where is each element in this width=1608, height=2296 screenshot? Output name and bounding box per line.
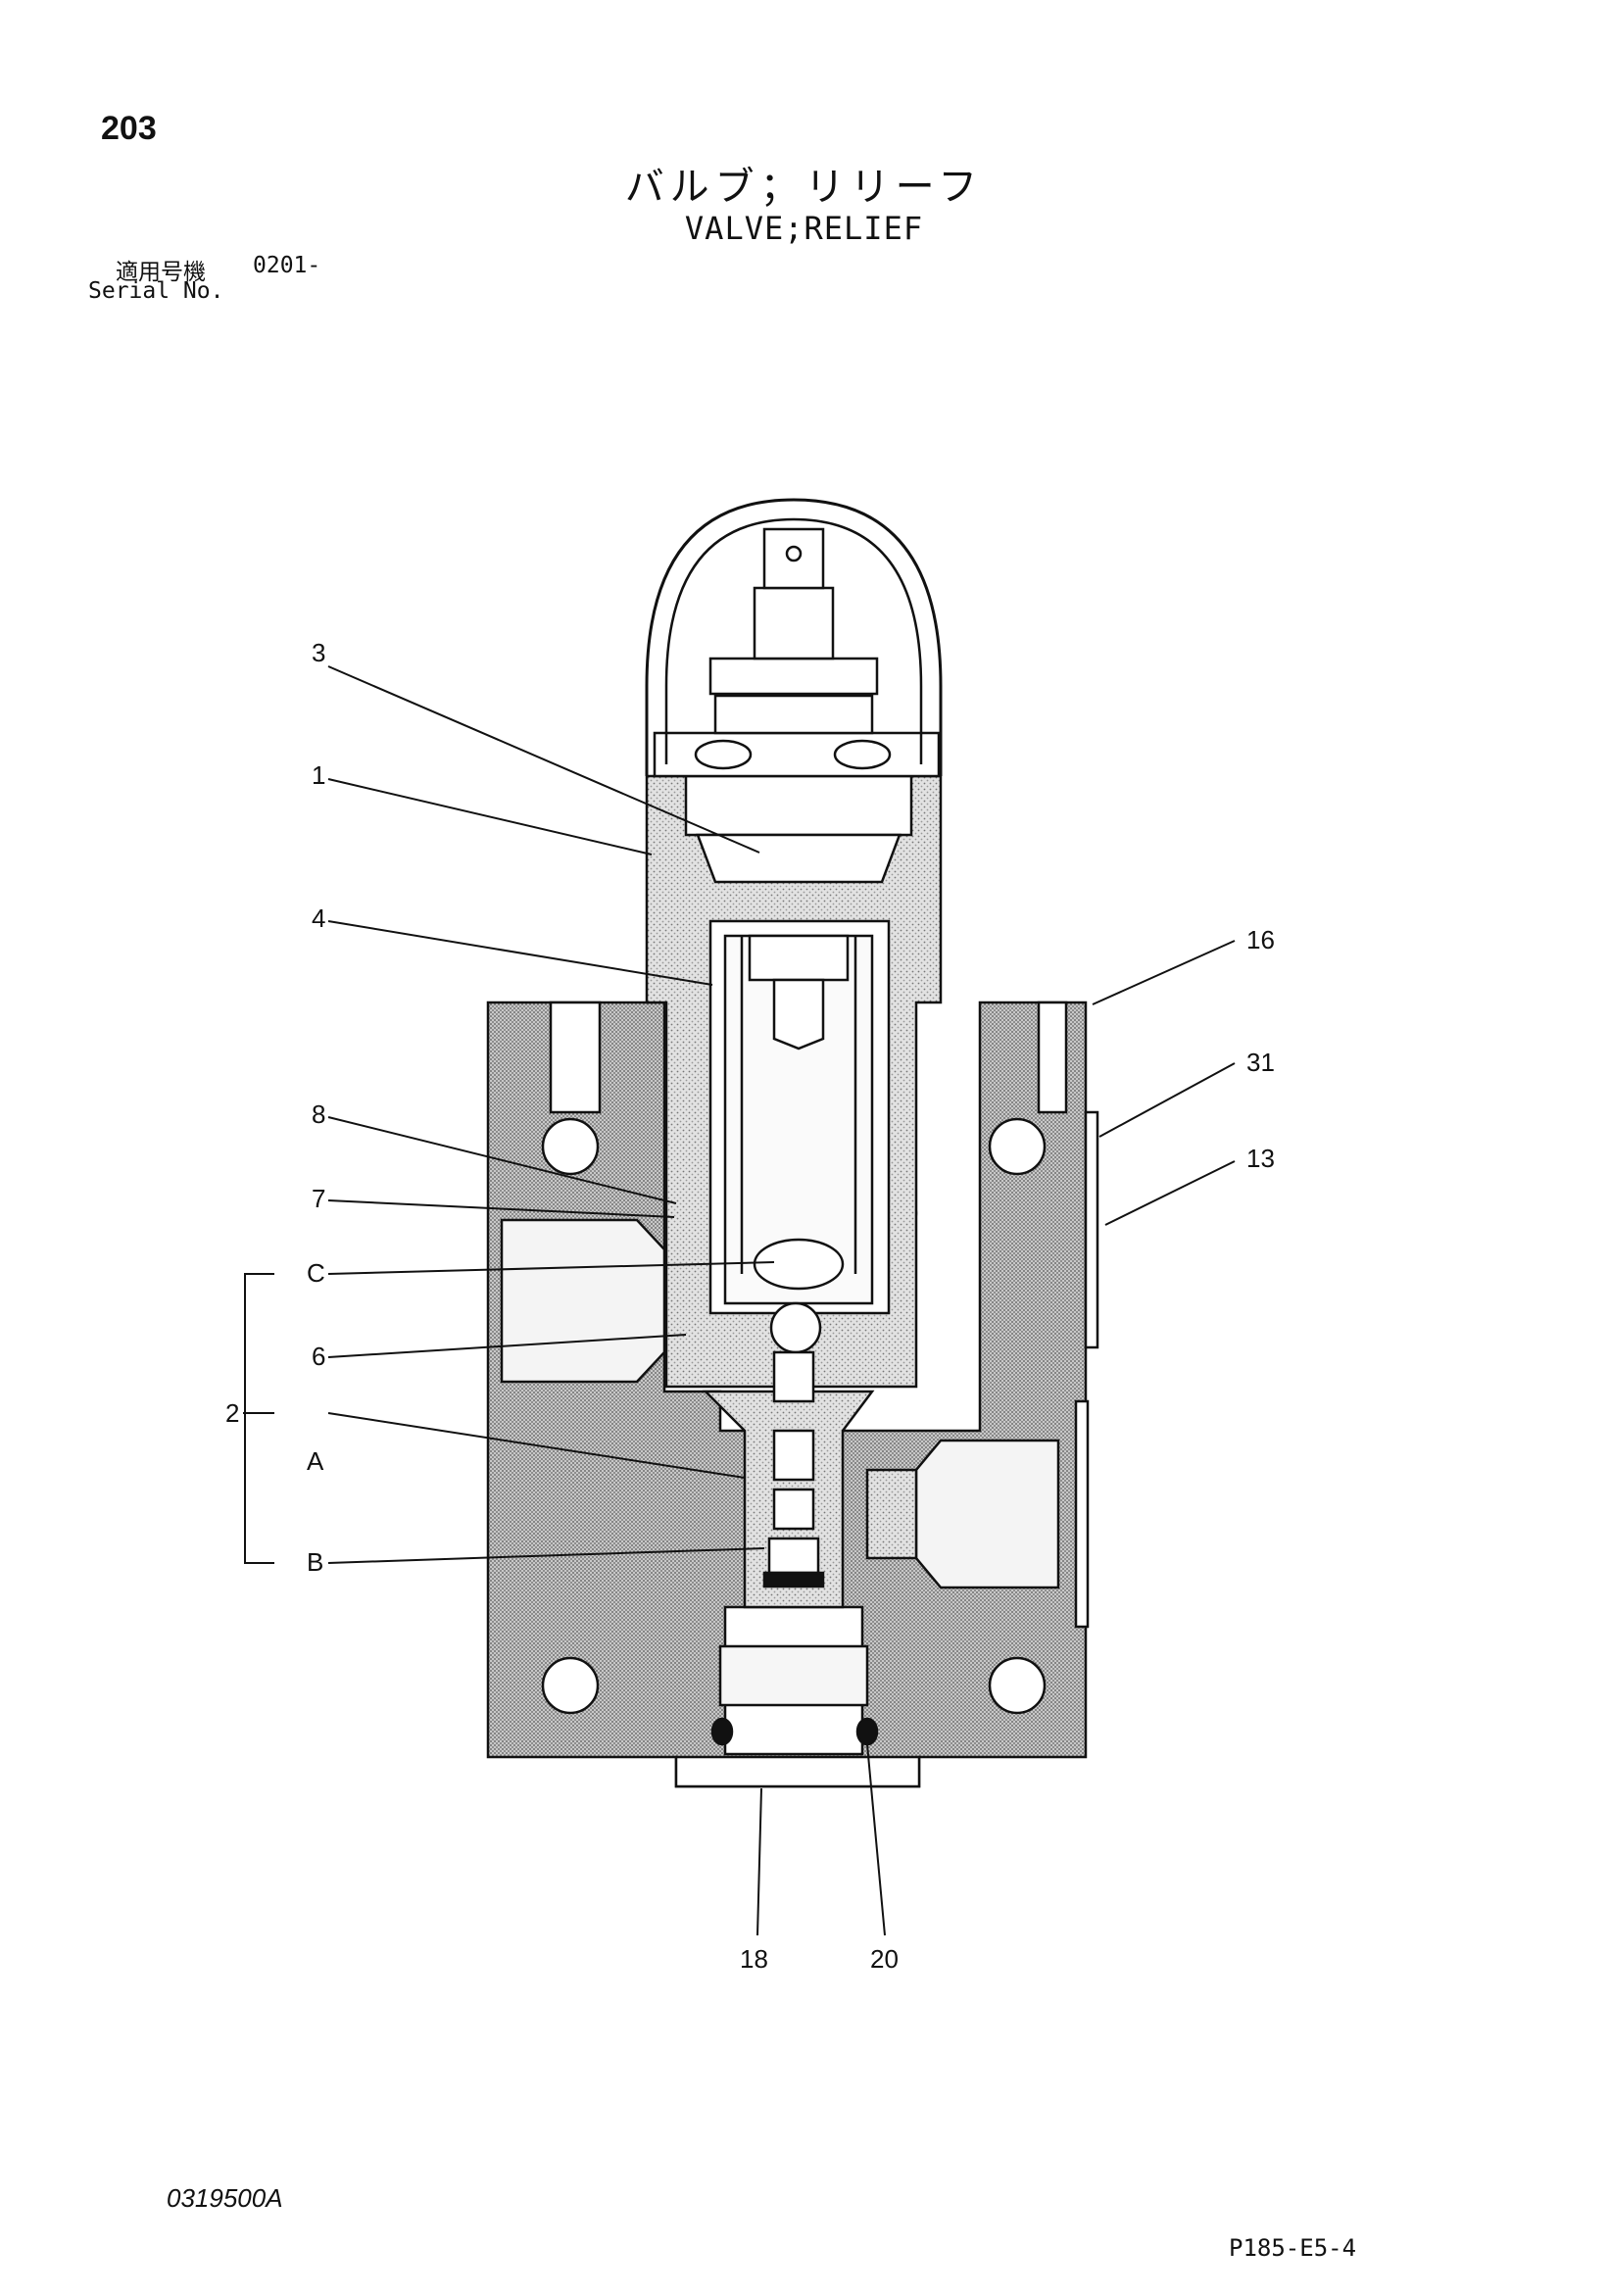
leader-lines [243,665,1236,1936]
title-japanese: バルブ；リリーフ [624,165,984,210]
page-reference: P185-E5-4 [1229,2234,1357,2262]
valve-cartridge [645,498,943,1609]
callout-1: 1 [312,760,325,790]
callout-c: C [307,1258,325,1288]
valve-body [486,1001,1099,1788]
callout-2: 2 [225,1398,239,1428]
page-number: 203 [101,110,157,147]
callout-7: 7 [312,1184,325,1213]
callout-a: A [307,1446,324,1476]
title-english: VALVE;RELIEF [684,210,924,247]
callout-16: 16 [1246,925,1275,954]
callout-8: 8 [312,1099,325,1129]
callout-3: 3 [312,638,325,667]
drawing-number: 0319500A [167,2183,283,2213]
callout-18: 18 [740,1944,768,1974]
serial-value: 0201- [253,253,321,278]
callout-20: 20 [870,1944,899,1974]
callout-b: B [307,1547,323,1577]
serial-label-japanese: 適用号機 [116,260,206,285]
serial-label-english: Serial No. [88,278,224,304]
callout-31: 31 [1246,1048,1275,1077]
callout-4: 4 [312,904,325,933]
callout-13: 13 [1246,1144,1275,1173]
callout-labels: 3 1 4 16 31 8 13 7 C 6 2 A B 18 20 [225,638,1275,1974]
callout-6: 6 [312,1342,325,1371]
